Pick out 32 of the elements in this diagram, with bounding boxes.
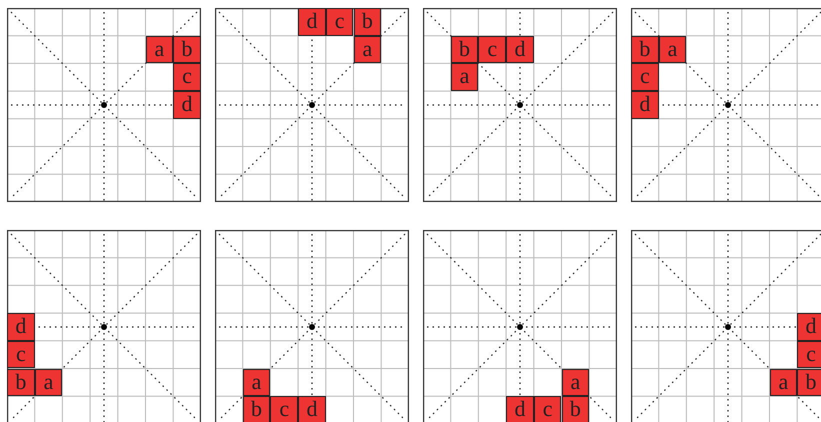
letter-tile: c	[270, 396, 298, 422]
letter-tile: a	[770, 368, 798, 396]
letter-tile: a	[450, 63, 478, 92]
letter-tile: d	[7, 313, 35, 341]
letter-tile: c	[534, 396, 562, 422]
letter-tile: c	[631, 63, 659, 92]
letter-tile: c	[797, 340, 821, 368]
letter-tile: b	[797, 368, 821, 396]
letter-tile: b	[7, 368, 35, 396]
letter-tile: c	[173, 63, 201, 92]
letter-tile: a	[34, 368, 62, 396]
letter-tile: a	[354, 36, 382, 64]
letter-tile: b	[173, 36, 201, 64]
letter-tile: b	[354, 8, 382, 36]
letter-tile: a	[242, 368, 270, 396]
letter-tile: b	[242, 396, 270, 422]
letter-tile: a	[658, 36, 686, 64]
letter-tile: b	[450, 36, 478, 64]
letter-tile: d	[506, 396, 534, 422]
letter-tile: a	[146, 36, 174, 64]
letter-tile: b	[562, 396, 590, 422]
letter-tile: c	[7, 340, 35, 368]
letter-tile: d	[631, 91, 659, 119]
letter-tile: d	[506, 36, 534, 64]
letter-tile: d	[298, 8, 326, 36]
letter-tile: c	[478, 36, 506, 64]
letter-tile: c	[326, 8, 354, 36]
letter-tile: d	[298, 396, 326, 422]
letter-tile: b	[631, 36, 659, 64]
letter-tile: a	[562, 368, 590, 396]
letter-tile: d	[173, 91, 201, 119]
letter-tile: d	[797, 313, 821, 341]
